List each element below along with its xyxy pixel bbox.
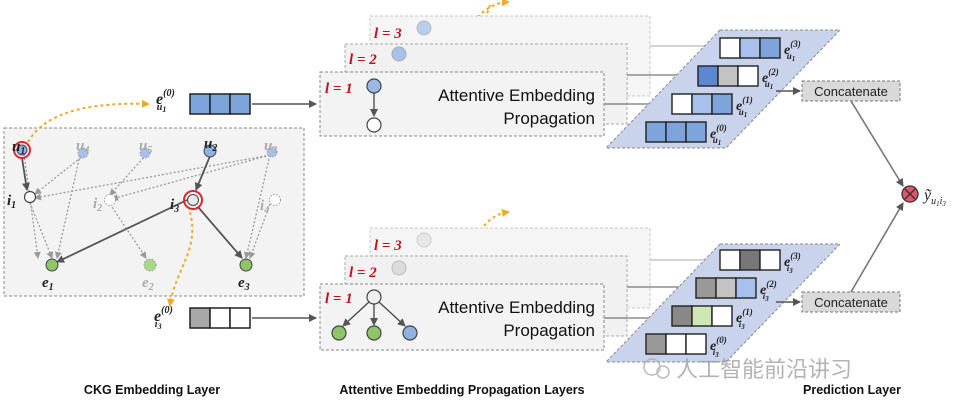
ckg-node-labels: u1 u4 u5 u2 u3 i1 i2 i3 i4 e1 e2 e3: [7, 136, 277, 293]
prediction-layer-title: Prediction Layer: [803, 383, 901, 397]
ckg-graph-panel: [3, 127, 305, 297]
label-e2: e2: [142, 275, 154, 293]
item-initial-embedding: e(0)i3: [154, 305, 251, 331]
inner-product-icon: [901, 185, 919, 203]
bottom-embedding-stack: e(3)i3 e(2)i3 e(1)i3 e(0)i3: [604, 243, 842, 363]
watermark: 人工智能前沿讲习: [643, 357, 852, 382]
entity-node-e1: [45, 258, 59, 272]
label-i2: i2: [93, 196, 102, 214]
entity-node-e3: [239, 258, 253, 272]
top-embedding-stack: e(3)u1 e(2)u1 e(1)u1 e(0)u1: [604, 29, 842, 149]
section-titles: CKG Embedding Layer Attentive Embedding …: [84, 383, 901, 397]
svg-text:l = 2: l = 2: [349, 52, 377, 68]
user-node-u2: [203, 144, 217, 158]
svg-text:e(0)u1: e(0)u1: [156, 88, 175, 114]
entity-node-e2: [143, 258, 157, 272]
item-node-i3: [183, 190, 203, 210]
svg-text:Attentive Embedding: Attentive Embedding: [438, 298, 595, 317]
concatenate-bottom: Concatenate: [776, 291, 901, 313]
item-node-i1: [23, 190, 37, 204]
user-node-u4: [77, 147, 89, 159]
svg-text:Propagation: Propagation: [503, 321, 595, 340]
svg-text:Concatenate: Concatenate: [814, 295, 888, 310]
embed-to-aep-arrows: [252, 100, 317, 322]
aep-top-stack: [319, 15, 651, 137]
svg-text:l = 3: l = 3: [374, 26, 402, 42]
svg-text:l = 2: l = 2: [349, 265, 377, 281]
svg-text:人工智能前沿讲习: 人工智能前沿讲习: [676, 357, 852, 382]
ckg-layer-title: CKG Embedding Layer: [84, 383, 220, 397]
label-u3: u3: [264, 138, 277, 156]
aep-top-mini-graph: [366, 20, 432, 133]
label-i3: i3: [170, 197, 179, 215]
svg-text:Attentive Embedding: Attentive Embedding: [438, 86, 595, 105]
label-u1: u1: [12, 139, 25, 157]
label-i4: i4: [260, 198, 269, 216]
user-node-u1: [13, 141, 31, 159]
svg-text:l = 1: l = 1: [325, 291, 353, 307]
label-u5: u5: [139, 138, 152, 156]
aep-top-box-label: Attentive Embedding Propagation: [438, 86, 595, 128]
concat-to-output-arrows: [850, 100, 904, 293]
svg-text:e(0)i3: e(0)i3: [154, 305, 173, 331]
svg-text:Concatenate: Concatenate: [814, 84, 888, 99]
user-initial-embedding: e(0)u1: [156, 88, 251, 115]
svg-text:l = 3: l = 3: [374, 238, 402, 254]
item-node-i4: [269, 194, 281, 206]
ckg-nodes: [13, 141, 281, 272]
user-node-u3: [266, 146, 278, 158]
aep-bottom-box-label: Attentive Embedding Propagation: [438, 298, 595, 340]
aep-bottom-mini-graph: [331, 232, 432, 341]
prediction-output-label: ỹu1i3: [922, 187, 946, 208]
aep-top-layer-labels: l = 3 l = 2 l = 1: [325, 26, 402, 97]
label-i1: i1: [7, 193, 16, 211]
label-u4: u4: [76, 138, 89, 156]
svg-text:l = 1: l = 1: [325, 81, 353, 97]
aep-layer-title: Attentive Embedding Propagation Layers: [339, 383, 584, 397]
user-node-u5: [139, 147, 151, 159]
svg-text:Propagation: Propagation: [503, 109, 595, 128]
ckg-dotted-edges: [23, 153, 271, 259]
label-u2: u2: [204, 136, 217, 154]
item-node-i2: [104, 194, 116, 206]
ckg-solid-edges: [21, 155, 243, 263]
aep-bottom-layer-labels: l = 3 l = 2 l = 1: [325, 238, 402, 307]
concatenate-top: Concatenate: [776, 80, 901, 102]
label-e3: e3: [238, 275, 250, 293]
label-e1: e1: [42, 275, 54, 293]
